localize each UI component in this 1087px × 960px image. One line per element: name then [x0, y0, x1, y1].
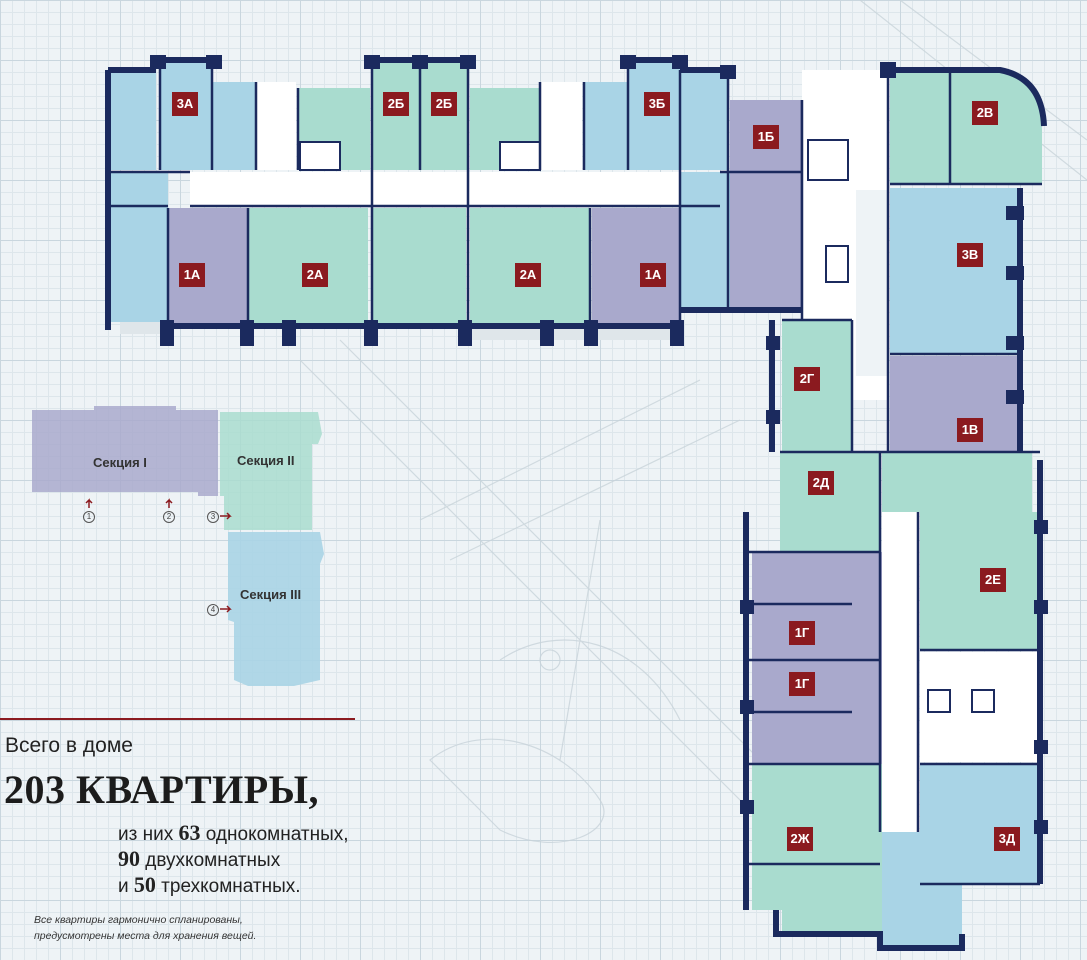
apartment-label: 3Б	[644, 92, 670, 116]
line1-prefix: из них	[118, 824, 179, 845]
apartment-label: 2Б	[431, 92, 457, 116]
apartment-label: 2Ж	[787, 827, 813, 851]
apartment-label: 3Д	[994, 827, 1020, 851]
apartment-label: 2Г	[794, 367, 820, 391]
divider	[0, 718, 355, 720]
three-room-count: 50	[133, 872, 156, 897]
apartment-label: 2В	[972, 101, 998, 125]
apartment-label: 1Г	[789, 672, 815, 696]
entrance-4-marker: 4	[207, 604, 219, 616]
one-room-count: 63	[178, 820, 201, 845]
section-3-label: Секция III	[240, 587, 302, 602]
two-room-count: 90	[118, 846, 140, 871]
three-room-count-line: и 50 трехкомнатных.	[118, 872, 301, 898]
two-room-count-line: 90 двухкомнатных	[118, 846, 280, 872]
apartment-label: 2А	[302, 263, 328, 287]
line3-suffix: трехкомнатных.	[155, 876, 301, 897]
total-apartments-headline: 203 КВАРТИРЫ,	[4, 767, 319, 812]
section-2-plan	[766, 62, 1047, 452]
apartment-label: 2Е	[980, 568, 1006, 592]
apartment-label: 1А	[179, 263, 205, 287]
one-room-count-line: из них 63 однокомнатных,	[118, 820, 349, 846]
entrance-2-marker: 2	[163, 511, 175, 523]
apartment-label: 3А	[172, 92, 198, 116]
section-1-plan	[105, 55, 804, 346]
section-key-plan	[32, 406, 324, 686]
apartment-label: 1А	[640, 263, 666, 287]
summary-intro: Всего в доме	[5, 734, 133, 757]
section-3-plan	[740, 450, 1048, 951]
line1-suffix: однокомнатных,	[200, 824, 349, 845]
section-2-label: Секция II	[237, 453, 295, 468]
line2-suffix: двухкомнатных	[140, 850, 281, 871]
line3-prefix: и	[118, 876, 134, 897]
apartment-label: 3В	[957, 243, 983, 267]
apartment-label: 2А	[515, 263, 541, 287]
apartment-label: 2Б	[383, 92, 409, 116]
summary-note-1: Все квартиры гармонично спланированы,	[34, 914, 243, 926]
section-1-label: Секция I	[93, 455, 147, 470]
apartment-label: 2Д	[808, 471, 834, 495]
entrance-3-marker: 3	[207, 511, 219, 523]
apartment-label: 1Б	[753, 125, 779, 149]
apartment-label: 1Г	[789, 621, 815, 645]
apartment-label: 1В	[957, 418, 983, 442]
entrance-1-marker: 1	[83, 511, 95, 523]
summary-note-2: предусмотрены места для хранения вещей.	[34, 930, 257, 942]
